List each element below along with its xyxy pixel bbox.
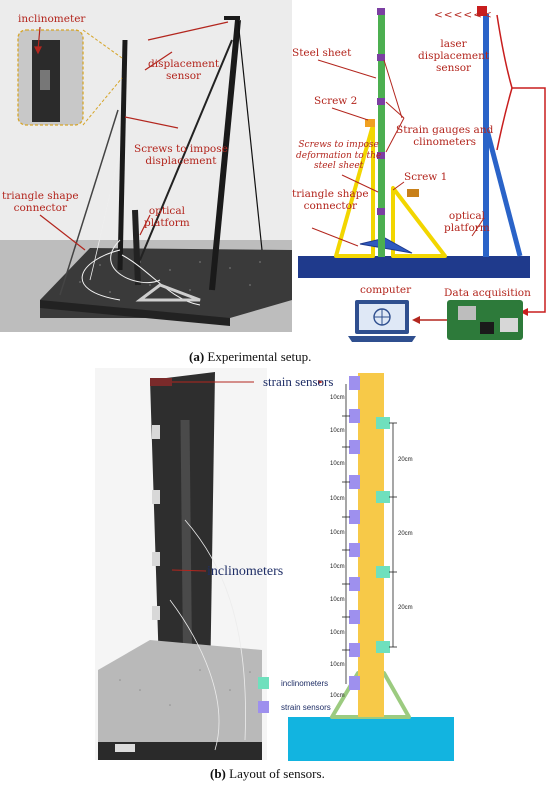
label-screws-deformation: Screws to impose deformation to the stee… bbox=[296, 140, 382, 171]
caption-b-letter: (b) bbox=[210, 766, 226, 781]
legend-inclinometers: inclinometers bbox=[281, 679, 329, 688]
label-data-acquisition: Data acquisition bbox=[444, 287, 531, 299]
caption-a-text: Experimental setup. bbox=[204, 349, 312, 364]
photo-label-optical: optical platform bbox=[144, 205, 190, 229]
dim-left-4: 10cm bbox=[330, 496, 345, 502]
dim-left-3: 10cm bbox=[330, 461, 345, 467]
photo-label-inclinometer: inclinometer bbox=[18, 13, 86, 25]
label-strain-sensors: strain sensors bbox=[263, 374, 334, 389]
dim-right-3: 20cm bbox=[398, 605, 413, 611]
dim-right-2: 20cm bbox=[398, 531, 413, 537]
dim-left-2: 10cm bbox=[330, 428, 345, 434]
dim-left-10: 10cm bbox=[330, 693, 345, 699]
label-strain-gauges: Strain gauges and clinometers bbox=[396, 124, 494, 148]
label-screw-2: Screw 2 bbox=[314, 95, 358, 107]
photo-label-screws: Screws to impose displacement bbox=[134, 143, 228, 167]
label-optical-platform: optical platform bbox=[444, 210, 490, 234]
label-computer: computer bbox=[360, 284, 412, 296]
caption-b-text: Layout of sensors. bbox=[225, 766, 325, 781]
dim-left-7: 10cm bbox=[330, 597, 345, 603]
label-inclinometers: inclinometers bbox=[207, 564, 284, 579]
label-steel-sheet: Steel sheet bbox=[292, 47, 352, 59]
label-triangle-connector: triangle shape connector bbox=[292, 188, 369, 212]
dim-left-6: 10cm bbox=[330, 564, 345, 570]
caption-a: (a) Experimental setup. bbox=[189, 349, 311, 365]
caption-b: (b) Layout of sensors. bbox=[210, 766, 325, 782]
laser-direction-arrows: <<<<<< bbox=[434, 9, 493, 21]
legend-strain-sensors: strain sensors bbox=[281, 703, 331, 712]
dim-right-1: 20cm bbox=[398, 457, 413, 463]
caption-a-letter: (a) bbox=[189, 349, 205, 364]
label-screw-1: Screw 1 bbox=[404, 171, 448, 183]
dim-left-1: 10cm bbox=[330, 395, 345, 401]
photo-label-triangle: triangle shape connector bbox=[2, 190, 79, 214]
dim-left-5: 10cm bbox=[330, 530, 345, 536]
dim-left-8: 10cm bbox=[330, 630, 345, 636]
dim-left-9: 10cm bbox=[330, 662, 345, 668]
photo-label-displacement-sensor: displacement sensor bbox=[148, 58, 220, 82]
label-laser-sensor: laser displacement sensor bbox=[418, 38, 490, 74]
